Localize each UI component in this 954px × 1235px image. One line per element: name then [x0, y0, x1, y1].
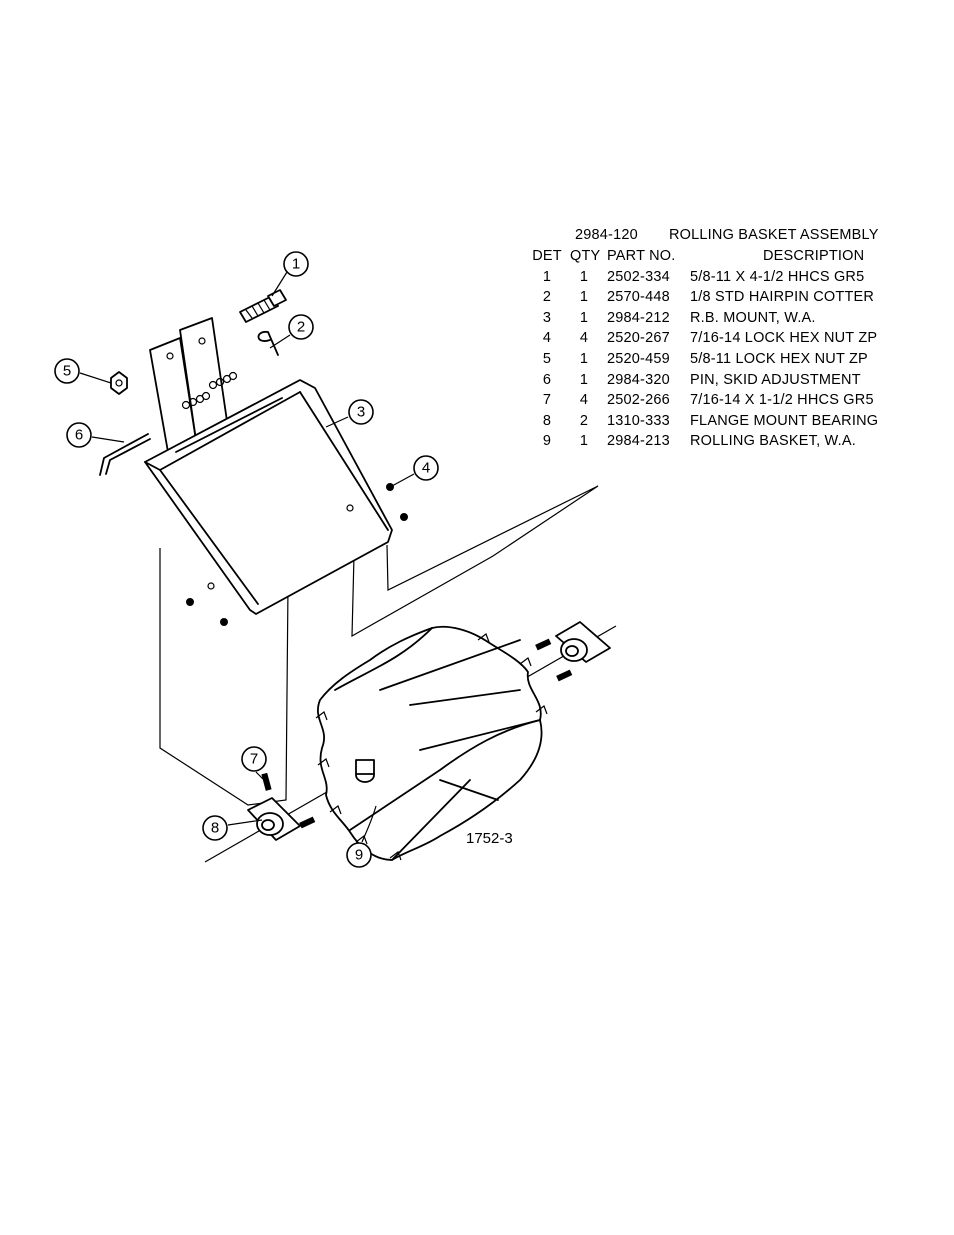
table-row: 4 4 2520-267 7/16-14 LOCK HEX NUT ZP [530, 328, 930, 349]
cell-qty: 4 [579, 330, 589, 347]
hex-bolt [239, 289, 287, 323]
svg-text:7: 7 [250, 751, 258, 768]
cell-part: 2502-266 [607, 392, 670, 409]
cell-part: 2984-320 [607, 371, 670, 388]
cell-det: 3 [542, 309, 552, 326]
balloon-6: 6 [66, 422, 92, 448]
balloon-2: 2 [288, 314, 314, 340]
cell-part: 2984-213 [607, 433, 670, 450]
balloon-5: 5 [54, 358, 80, 384]
assembly-title: 2984-120 ROLLING BASKET ASSEMBLY [530, 224, 930, 246]
table-row: 2 1 2570-448 1/8 STD HAIRPIN COTTER [530, 287, 930, 308]
cell-qty: 4 [579, 392, 589, 409]
cell-qty: 1 [579, 268, 589, 285]
header-description: DESCRIPTION [763, 248, 865, 264]
cell-part: 2520-459 [607, 350, 670, 367]
cell-desc: FLANGE MOUNT BEARING [690, 412, 879, 429]
flange-bearing-right [535, 621, 611, 682]
table-row: 7 4 2502-266 7/16-14 X 1-1/2 HHCS GR5 [530, 390, 930, 411]
svg-text:6: 6 [75, 427, 83, 444]
cell-part: 2570-448 [607, 289, 670, 306]
cell-desc: R.B. MOUNT, W.A. [690, 309, 816, 326]
cell-part: 2502-334 [607, 268, 670, 285]
table-row: 1 1 2502-334 5/8-11 X 4-1/2 HHCS GR5 [530, 267, 930, 288]
cell-qty: 1 [579, 289, 589, 306]
cell-det: 8 [542, 412, 552, 429]
balloon-9: 9 [346, 842, 372, 868]
svg-text:2: 2 [297, 319, 305, 336]
cell-qty: 1 [579, 350, 589, 367]
table-row: 8 2 1310-333 FLANGE MOUNT BEARING [530, 411, 930, 432]
assembly-name: ROLLING BASKET ASSEMBLY [669, 227, 879, 243]
lock-nuts-4 [186, 483, 408, 626]
svg-text:4: 4 [422, 460, 430, 477]
svg-text:5: 5 [63, 363, 71, 380]
assembly-number: 2984-120 [575, 227, 638, 243]
adjust-holes [166, 337, 354, 590]
balloon-4: 4 [413, 455, 439, 481]
parts-list-table: 2984-120 ROLLING BASKET ASSEMBLY DET QTY… [530, 224, 930, 452]
cell-det: 4 [542, 330, 552, 347]
svg-text:1: 1 [292, 256, 300, 273]
rolling-basket [315, 625, 548, 861]
cell-det: 5 [542, 350, 552, 367]
cell-qty: 1 [579, 371, 589, 388]
table-header: DET QTY PART NO. DESCRIPTION [530, 246, 930, 267]
cell-desc: 5/8-11 LOCK HEX NUT ZP [690, 350, 868, 367]
table-row: 3 1 2984-212 R.B. MOUNT, W.A. [530, 308, 930, 329]
cell-det: 2 [542, 289, 552, 306]
cell-det: 6 [542, 371, 552, 388]
cell-qty: 2 [579, 412, 589, 429]
balloon-3: 3 [348, 399, 374, 425]
svg-text:8: 8 [211, 820, 219, 837]
cell-det: 7 [542, 392, 552, 409]
table-row: 6 1 2984-320 PIN, SKID ADJUSTMENT [530, 370, 930, 391]
table-row: 5 1 2520-459 5/8-11 LOCK HEX NUT ZP [530, 349, 930, 370]
cell-desc: 1/8 STD HAIRPIN COTTER [690, 289, 875, 306]
cell-det: 1 [542, 268, 552, 285]
figure-id: 1752-3 [466, 830, 513, 847]
cell-desc: 5/8-11 X 4-1/2 HHCS GR5 [690, 268, 865, 285]
cell-det: 9 [542, 433, 552, 450]
hairpin-cotter [257, 331, 279, 356]
cell-desc: ROLLING BASKET, W.A. [690, 433, 856, 450]
cell-part: 2984-212 [607, 309, 670, 326]
leader-lines [79, 271, 415, 843]
header-qty: QTY [570, 248, 601, 264]
svg-text:9: 9 [355, 847, 363, 864]
table-row: 9 1 2984-213 ROLLING BASKET, W.A. [530, 431, 930, 452]
balloon-8: 8 [202, 815, 228, 841]
svg-text:3: 3 [357, 404, 365, 421]
cell-part: 2520-267 [607, 330, 670, 347]
header-part-no: PART NO. [607, 248, 676, 264]
cell-desc: PIN, SKID ADJUSTMENT [690, 371, 861, 388]
skid-pin [99, 433, 151, 476]
header-det: DET [532, 248, 562, 264]
balloon-1: 1 [283, 251, 309, 277]
flange-bearing-left [247, 772, 316, 841]
cell-desc: 7/16-14 X 1-1/2 HHCS GR5 [690, 392, 874, 409]
rb-mount [144, 317, 393, 615]
cell-qty: 1 [579, 309, 589, 326]
cell-part: 1310-333 [607, 412, 670, 429]
cell-qty: 1 [579, 433, 589, 450]
cell-desc: 7/16-14 LOCK HEX NUT ZP [690, 330, 878, 347]
balloon-7: 7 [241, 746, 267, 772]
lock-hex-nut-5 [110, 371, 128, 395]
